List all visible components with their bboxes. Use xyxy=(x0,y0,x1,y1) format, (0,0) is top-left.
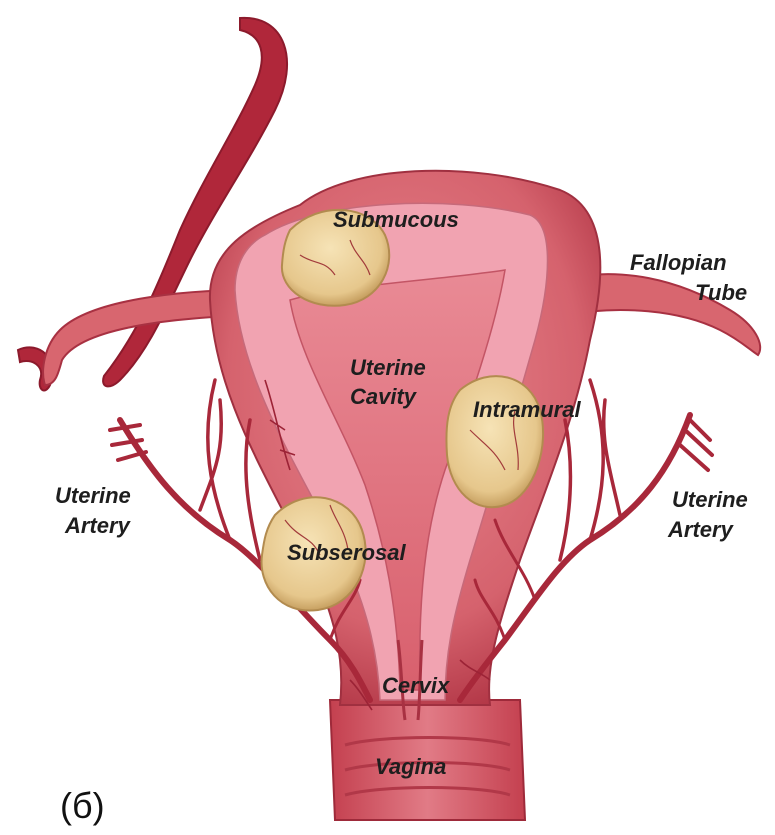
label-uterine-artery-right-line1: Uterine xyxy=(672,487,748,512)
label-uterine-artery-right-line2: Artery xyxy=(667,517,735,542)
figure-label: (б) xyxy=(60,785,105,826)
label-cervix: Cervix xyxy=(382,673,450,698)
label-uterine-artery-left-line1: Uterine xyxy=(55,483,131,508)
label-submucous: Submucous xyxy=(333,207,459,232)
label-intramural: Intramural xyxy=(473,397,581,422)
label-uterine-artery-left-line2: Artery xyxy=(64,513,132,538)
label-subserosal: Subserosal xyxy=(287,540,406,565)
label-fallopian-line2: Tube xyxy=(695,280,747,305)
label-uterine-cavity-line2: Cavity xyxy=(350,384,418,409)
label-vagina: Vagina xyxy=(375,754,446,779)
label-fallopian-line1: Fallopian xyxy=(630,250,727,275)
label-uterine-cavity-line1: Uterine xyxy=(350,355,426,380)
